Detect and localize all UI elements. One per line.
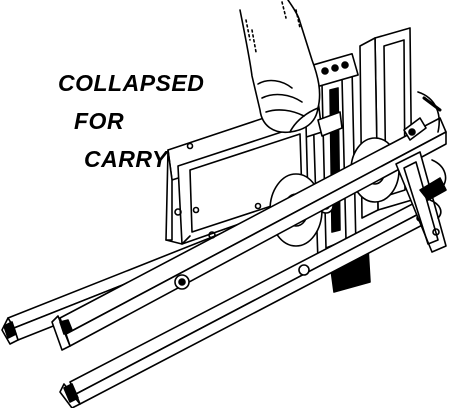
caption-line-1: COLLAPSED: [58, 70, 205, 96]
caption-line-2: FOR: [74, 108, 125, 134]
hand-illustration: [239, 0, 343, 137]
caption-line-3: CARRY: [84, 146, 168, 172]
side-bracket: [395, 151, 447, 253]
lower-rail: [59, 197, 433, 408]
cable-spring: [417, 91, 447, 191]
front-boom: [51, 117, 447, 351]
hardware-bolts: [174, 142, 310, 290]
